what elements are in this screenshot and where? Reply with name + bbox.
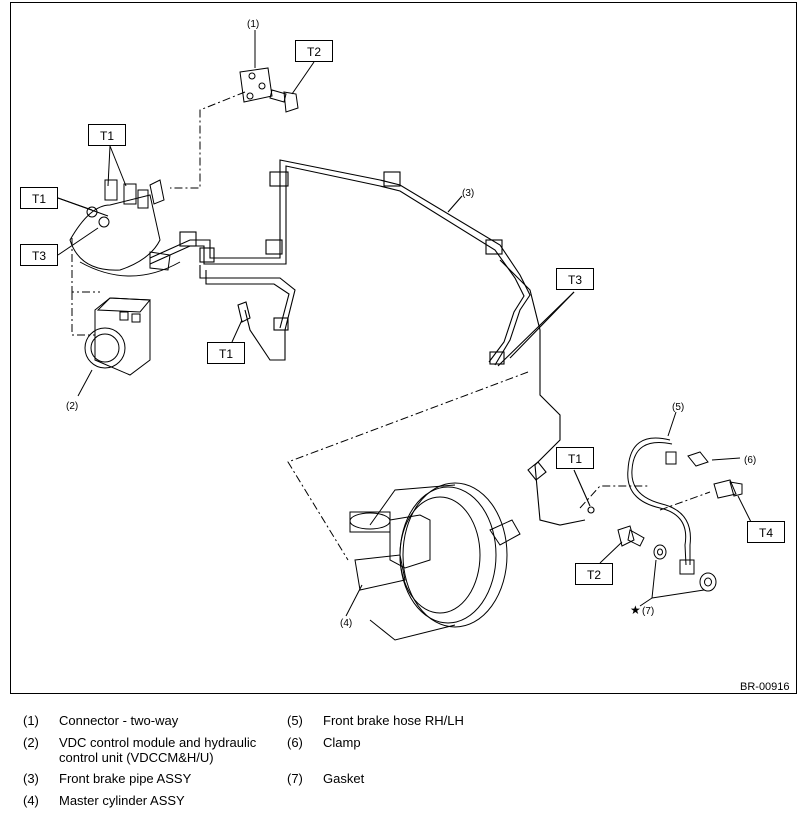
callout-7: (7): [642, 606, 654, 617]
torque-label-t2-top: T2: [295, 40, 333, 62]
callout-5: (5): [672, 402, 684, 413]
legend-item-6: (6) Clamp: [287, 735, 547, 753]
brake-booster-master-cylinder: [345, 482, 521, 641]
gaskets: [639, 544, 717, 607]
legend-number: (5): [287, 713, 303, 728]
front-brake-hose: [627, 411, 695, 575]
figure-id: BR-00916: [740, 681, 790, 693]
legend-number: (7): [287, 771, 303, 786]
legend-number: (2): [23, 735, 39, 750]
bolt-t2-top: [269, 61, 315, 113]
legend-text: Front brake pipe ASSY: [59, 771, 192, 786]
legend-number: (3): [23, 771, 39, 786]
torque-label-t1-left: T1: [20, 187, 58, 209]
front-brake-pipe-assy: [149, 159, 595, 526]
torque-label-t3-right: T3: [556, 268, 594, 290]
bolt-t4: [713, 479, 753, 525]
legend-item-5: (5) Front brake hose RH/LH: [287, 713, 547, 731]
legend-item-1: (1) Connector - two-way: [23, 713, 283, 731]
callout-3: (3): [462, 188, 474, 199]
leader-lines: [71, 91, 711, 561]
torque-label-t1-right: T1: [556, 447, 594, 469]
legend-number: (1): [23, 713, 39, 728]
legend-text: Connector - two-way: [59, 713, 179, 728]
legend-text: VDC control module and hydraulic control…: [59, 735, 257, 765]
t-box-leaders: [57, 145, 243, 343]
diagram-frame: [10, 2, 797, 694]
clamp: [687, 451, 741, 467]
legend-item-7: (7) Gasket: [287, 771, 547, 789]
legend-number: (6): [287, 735, 303, 750]
torque-label-t3-left: T3: [20, 244, 58, 266]
star-icon: ★: [630, 603, 641, 617]
vdc-unit-upper: [69, 179, 181, 277]
legend-text: Front brake hose RH/LH: [323, 713, 464, 728]
vdc-unit-lower: [77, 297, 152, 397]
torque-label-t2-bottom: T2: [575, 563, 613, 585]
torque-label-t4: T4: [747, 521, 785, 543]
torque-label-t1-mid: T1: [207, 342, 245, 364]
callout-6: (6): [744, 455, 756, 466]
callout-4: (4): [340, 618, 352, 629]
callout-2: (2): [66, 401, 78, 412]
torque-label-t1-upper: T1: [88, 124, 126, 146]
union-bolt-t2-bottom: [599, 525, 645, 564]
callout-1: (1): [247, 19, 259, 30]
legend-item-4: (4) Master cylinder ASSY: [23, 793, 283, 811]
legend-text: Gasket: [323, 771, 365, 786]
legend-text: Master cylinder ASSY: [59, 793, 185, 808]
legend-number: (4): [23, 793, 39, 808]
connector-two-way: [239, 30, 273, 103]
legend-item-3: (3) Front brake pipe ASSY: [23, 771, 283, 789]
legend-item-2: (2) VDC control module and hydraulic con…: [23, 735, 283, 769]
legend-text: Clamp: [323, 735, 361, 750]
